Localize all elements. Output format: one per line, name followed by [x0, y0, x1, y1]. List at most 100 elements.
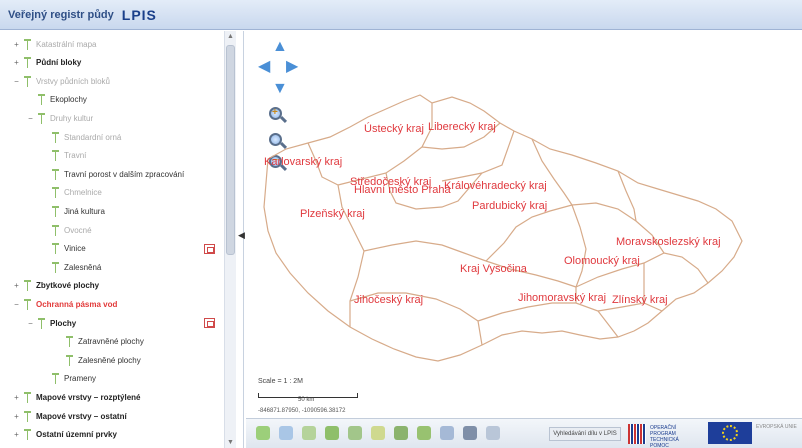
expand-toggle-icon[interactable]: +	[14, 281, 19, 291]
region-label-moravskoslezsky: Moravskoslezský kraj	[616, 236, 721, 248]
map-coordinates: -846871.87950, -1090596.38172	[258, 408, 346, 414]
app-header: Veřejný registr půdy LPIS	[0, 0, 802, 30]
map-scale-bar	[258, 393, 358, 398]
layer-tree-item[interactable]: Zalesněné plochy	[0, 351, 222, 369]
layer-tree-item[interactable]: +Ostatní územní prvky	[0, 426, 222, 444]
layer-tree-label: Zalesněná	[64, 262, 102, 272]
layer-tree-item[interactable]: Travní	[0, 147, 222, 165]
scroll-up-icon[interactable]: ▲	[227, 33, 234, 40]
expand-toggle-icon[interactable]: −	[14, 299, 19, 309]
expand-toggle-icon[interactable]: −	[14, 76, 19, 86]
expand-toggle-icon[interactable]: +	[14, 58, 19, 68]
layer-tree-item[interactable]: + Zbytkové plochy	[0, 277, 222, 295]
layer-tree-label: Zatravněné plochy	[78, 337, 144, 347]
collapse-panel-icon[interactable]: ◀	[238, 230, 245, 240]
layer-tree-label: Standardní orná	[64, 132, 122, 142]
layer-tree-item[interactable]: − Plochy	[0, 314, 222, 332]
pan-left-icon[interactable]: ◀	[258, 58, 271, 75]
layer-tree-label: Plochy	[50, 318, 77, 328]
pan-down-icon[interactable]: ▼	[272, 80, 288, 97]
layer-tree-label: Travní	[64, 151, 87, 161]
layer-tree-item[interactable]: Jiná kultura	[0, 202, 222, 220]
layer-tree-item[interactable]: +Katastrální mapa	[0, 35, 222, 53]
tree-scrollbar[interactable]: ▲ ▼	[224, 31, 236, 448]
info-icon[interactable]	[440, 426, 454, 440]
layer-tree-item[interactable]: Travní porost v dalším zpracování	[0, 165, 222, 183]
map-scale-text: Scale = 1 : 2M	[258, 378, 303, 385]
layer-tree-item[interactable]: −Ochranná pásma vod	[0, 295, 222, 313]
app-brand: LPIS	[121, 6, 157, 23]
layer-icon	[38, 94, 45, 106]
measure-icon[interactable]	[302, 426, 316, 440]
layer-icon	[52, 131, 59, 143]
layer-tree-item[interactable]: Ovocné	[0, 221, 222, 239]
layer-tree-item[interactable]: Zalesněná	[0, 258, 222, 276]
layer-tree-item[interactable]: Standardní orná	[0, 128, 222, 146]
expand-toggle-icon[interactable]: +	[14, 39, 19, 49]
layer-tree-label: Ovocné	[64, 225, 92, 235]
export-icon[interactable]	[463, 426, 477, 440]
op-logo-text: OPERAČNÍ PROGRAM TECHNICKÁ POMOC	[650, 425, 679, 448]
layer-tree-item[interactable]: Vinice	[0, 240, 222, 258]
eu-stars-icon	[722, 425, 738, 441]
expand-toggle-icon[interactable]: +	[14, 392, 19, 402]
expand-toggle-icon[interactable]: +	[14, 430, 19, 440]
layer-icon	[38, 317, 45, 329]
map-view[interactable]: ▲ ◀ ▶ ▼ + −	[246, 31, 802, 418]
zoom-in-glyph: +	[272, 107, 278, 118]
layer-tree-item[interactable]: Ekoplochy	[0, 91, 222, 109]
layer-tree-item[interactable]: + Mapové vrstvy – rozptýlené	[0, 388, 222, 406]
zoom-extent-button[interactable]	[267, 131, 288, 151]
layer-tree-item[interactable]: Prameny	[0, 370, 222, 388]
app-subtitle: Veřejný registr půdy	[8, 8, 114, 21]
layer-tree-label: Mapové vrstvy – ostatní	[36, 411, 127, 421]
region-label-liberecky: Liberecký kraj	[428, 121, 496, 133]
scroll-down-icon[interactable]: ▼	[227, 439, 234, 446]
edit-icon[interactable]	[394, 426, 408, 440]
layer-info-icon[interactable]	[204, 243, 215, 254]
layer-icon	[24, 429, 31, 441]
layer-tree-label: Ekoplochy	[50, 95, 87, 105]
op-logo-icon	[628, 424, 646, 444]
layer-icon	[66, 354, 73, 366]
layer-tree-item[interactable]: Chmelnice	[0, 184, 222, 202]
select-icon[interactable]	[417, 426, 431, 440]
region-label-jihomoravsky: Jihomoravský kraj	[518, 292, 606, 304]
pan-up-icon[interactable]: ▲	[272, 38, 288, 55]
layer-icon	[24, 75, 31, 87]
search-parcel-button[interactable]: Vyhledávání dílu v LPIS	[549, 427, 621, 441]
layer-tree-item[interactable]: + Mapové vrstvy – ostatní	[0, 407, 222, 425]
layer-icon	[52, 168, 59, 180]
expand-toggle-icon[interactable]: −	[28, 113, 33, 123]
region-borders	[263, 94, 743, 362]
layer-tree-label: Mapové vrstvy – rozptýlené	[36, 392, 141, 402]
layer-tree-label: Druhy kultur	[50, 113, 94, 123]
layer-tree-item[interactable]: Zatravněné plochy	[0, 333, 222, 351]
region-label-vysocina: Kraj Vysočina	[460, 263, 528, 275]
layer-tree-item[interactable]: − Druhy kultur	[0, 109, 222, 127]
map-icon[interactable]	[348, 426, 362, 440]
layer-icon[interactable]	[325, 426, 339, 440]
layer-icon	[24, 298, 31, 310]
zoom-out-button[interactable]: −	[267, 153, 288, 173]
home-icon[interactable]	[256, 426, 270, 440]
layer-tree-label: Zbytkové plochy	[36, 281, 100, 291]
region-label-olomoucky: Olomoucký kraj	[564, 255, 640, 267]
layer-panel: +Katastrální mapa+Půdní bloky−Vrstvy půd…	[0, 31, 244, 448]
layer-icon	[52, 150, 59, 162]
zoom-in-button[interactable]: +	[267, 105, 288, 125]
settings-icon[interactable]	[486, 426, 500, 440]
scroll-thumb[interactable]	[226, 45, 235, 255]
layer-tree-label: Chmelnice	[64, 188, 102, 198]
layer-tree-item[interactable]: −Vrstvy půdních bloků	[0, 72, 222, 90]
expand-toggle-icon[interactable]: −	[28, 318, 33, 328]
area-icon[interactable]	[371, 426, 385, 440]
layer-tree-item[interactable]: + Půdní bloky	[0, 54, 222, 72]
layer-icon	[38, 112, 45, 124]
layer-tree-label: Půdní bloky	[36, 58, 82, 68]
expand-toggle-icon[interactable]: +	[14, 411, 19, 421]
pan-right-icon[interactable]: ▶	[286, 58, 299, 75]
region-label-plzensky: Plzeňský kraj	[300, 208, 365, 220]
print-icon[interactable]	[279, 426, 293, 440]
layer-info-icon[interactable]	[204, 318, 215, 328]
